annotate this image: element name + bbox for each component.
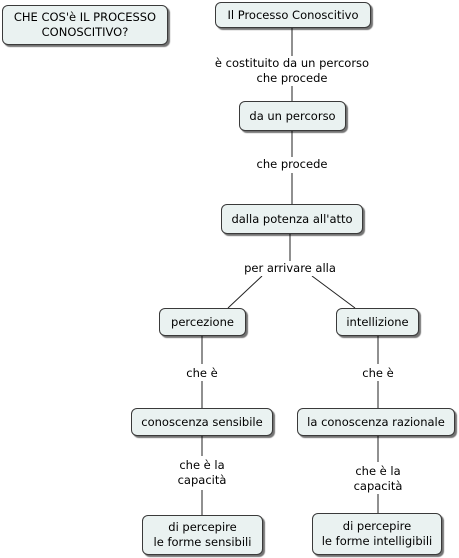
question-box: CHE COS'è IL PROCESSO CONOSCITIVO? — [2, 5, 168, 45]
connector-label-to-intellizione — [311, 275, 356, 309]
node-percezione[interactable]: percezione — [159, 308, 246, 336]
node-forme-intelligibili[interactable]: di percepire le forme intelligibili — [312, 513, 442, 555]
node-forme-sensibili[interactable]: di percepire le forme sensibili — [142, 515, 263, 555]
link-label-costituito: è costituito da un percorso che procede — [208, 56, 376, 86]
link-label-che-e-right: che è — [361, 366, 395, 381]
link-label-che-e-left: che è — [185, 366, 219, 381]
link-label-capacita-right: che è la capacità — [337, 464, 419, 494]
link-label-capacita-left: che è la capacità — [176, 458, 228, 488]
connector-label-to-percezione — [227, 275, 263, 309]
node-conoscenza-sensibile[interactable]: conoscenza sensibile — [131, 408, 273, 436]
node-conoscenza-razionale[interactable]: la conoscenza razionale — [297, 408, 455, 436]
node-processo-conoscitivo[interactable]: Il Processo Conoscitivo — [215, 2, 371, 28]
link-label-per-arrivare: per arrivare alla — [243, 261, 337, 276]
node-intellizione[interactable]: intellizione — [336, 308, 419, 336]
node-dalla-potenza-all-atto[interactable]: dalla potenza all'atto — [221, 204, 363, 234]
link-label-che-procede: che procede — [255, 157, 329, 172]
node-da-un-percorso[interactable]: da un percorso — [239, 101, 346, 131]
